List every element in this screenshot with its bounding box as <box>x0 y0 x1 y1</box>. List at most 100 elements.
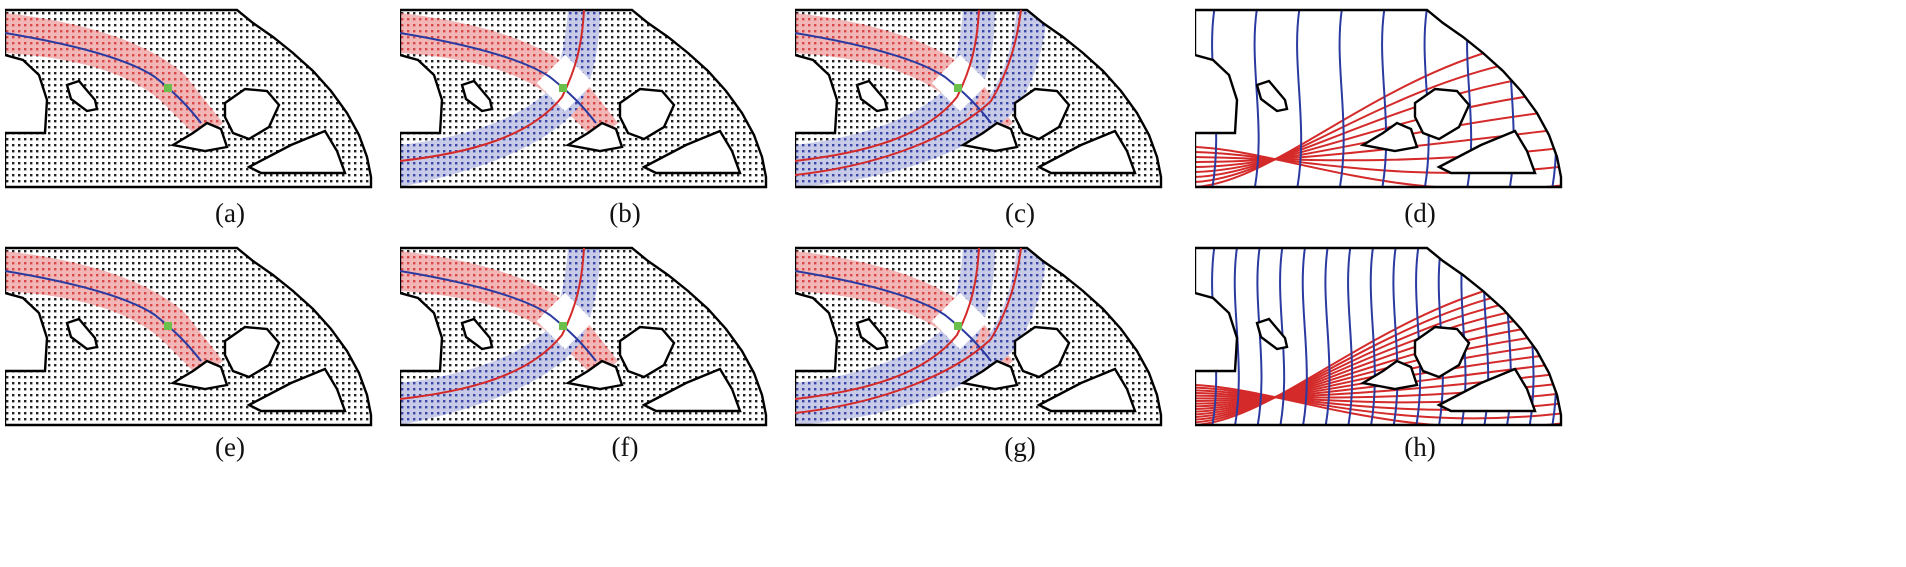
hole-2 <box>1013 325 1071 379</box>
hole-3 <box>959 359 1019 391</box>
caption-c: (c) <box>1005 198 1035 228</box>
domain-outline <box>1195 246 1563 427</box>
clipped-layer <box>795 10 1047 187</box>
panel-f-drawing <box>400 246 768 427</box>
field-blue-line <box>1252 10 1260 187</box>
field-blue-line <box>1380 10 1388 187</box>
field-red-line <box>1195 342 1561 408</box>
red-region <box>5 13 223 141</box>
panel-f <box>400 243 850 483</box>
field-red-line <box>1195 71 1561 178</box>
blue-region <box>400 248 600 425</box>
field-red-line <box>1195 109 1561 168</box>
crossing-stress-line-2 <box>795 9 1022 176</box>
seed-point <box>164 84 172 92</box>
caption-a: (a) <box>215 198 245 228</box>
hole-2 <box>223 325 281 379</box>
domain-outline <box>400 246 768 427</box>
field-blue-line <box>1300 248 1308 425</box>
crossing-stress-line <box>400 9 585 162</box>
principal-stress-line <box>400 270 597 362</box>
field-blue-line <box>1391 248 1399 425</box>
caption-b: (b) <box>609 198 641 228</box>
principal-stress-line <box>795 270 992 362</box>
panel-e <box>5 243 455 483</box>
clipped-layer <box>400 248 618 425</box>
field-red-line <box>1195 90 1561 173</box>
caption-d: (d) <box>1404 198 1436 228</box>
hole-3 <box>169 359 229 391</box>
hole-3 <box>959 121 1019 153</box>
seed-point <box>954 322 962 330</box>
seed-point <box>559 84 567 92</box>
principal-stress-line <box>5 32 202 124</box>
hole-1 <box>65 317 99 351</box>
caption-h: (h) <box>1404 432 1436 462</box>
hole-2 <box>618 325 676 379</box>
crossing-stress-line <box>400 247 585 400</box>
field-blue-line <box>1295 10 1303 187</box>
field-red-line <box>1195 332 1561 410</box>
seed-point <box>954 84 962 92</box>
panel-a-drawing <box>5 8 373 189</box>
domain-outline <box>795 8 1163 189</box>
red-region <box>5 251 223 379</box>
panel-a <box>5 5 455 245</box>
field-red-line <box>1195 362 1561 402</box>
hole-2 <box>1413 87 1471 141</box>
hole-1 <box>460 79 494 113</box>
seed-point <box>164 322 172 330</box>
panel-g-drawing <box>795 246 1163 427</box>
domain-outline <box>5 246 373 427</box>
field-red-line <box>1195 352 1561 405</box>
principal-stress-line <box>5 270 202 362</box>
hole-3 <box>1359 359 1419 391</box>
seed-point <box>559 322 567 330</box>
principal-stress-line <box>795 32 992 124</box>
hole-3 <box>564 359 624 391</box>
field-red-line <box>1195 322 1561 413</box>
domain-outline <box>400 8 768 189</box>
hole-1 <box>855 79 889 113</box>
hole-2 <box>618 87 676 141</box>
field-red-line <box>1195 302 1561 418</box>
red-region <box>400 251 618 379</box>
domain-outline <box>5 8 373 189</box>
hole-4 <box>641 367 742 413</box>
panel-h-drawing <box>1195 246 1563 427</box>
principal-stress-line <box>400 32 597 124</box>
red-region <box>400 13 618 141</box>
panel-e-drawing <box>5 246 373 427</box>
clipped-layer <box>5 13 223 141</box>
field-blue-line <box>1550 10 1558 187</box>
clipped-layer <box>795 248 1047 425</box>
crossing-stress-line <box>795 247 980 400</box>
field-red-line <box>1195 312 1561 416</box>
red-region <box>795 251 1013 379</box>
caption-e: (e) <box>215 432 245 462</box>
hole-4 <box>1436 129 1537 175</box>
hole-2 <box>223 87 281 141</box>
field-blue-line <box>1337 10 1345 187</box>
caption-g: (g) <box>1004 432 1036 462</box>
clipped-layer <box>400 10 618 187</box>
panel-d-drawing <box>1195 8 1563 189</box>
panel-c <box>795 5 1245 245</box>
hole-1 <box>855 317 889 351</box>
caption-f: (f) <box>611 432 639 462</box>
hole-2 <box>1413 325 1471 379</box>
hole-3 <box>1359 121 1419 153</box>
hole-3 <box>564 121 624 153</box>
domain-outline <box>1195 8 1563 189</box>
hole-4 <box>1036 129 1137 175</box>
hole-1 <box>460 317 494 351</box>
panel-b <box>400 5 850 245</box>
panel-c-drawing <box>795 8 1163 189</box>
field-blue-line <box>1323 248 1331 425</box>
panel-g <box>795 243 1245 483</box>
crossing-stress-line <box>795 9 980 162</box>
panel-d <box>1195 5 1645 245</box>
clipped-layer <box>5 251 223 379</box>
crossing-stress-line-2 <box>795 247 1022 414</box>
hole-2 <box>1013 87 1071 141</box>
